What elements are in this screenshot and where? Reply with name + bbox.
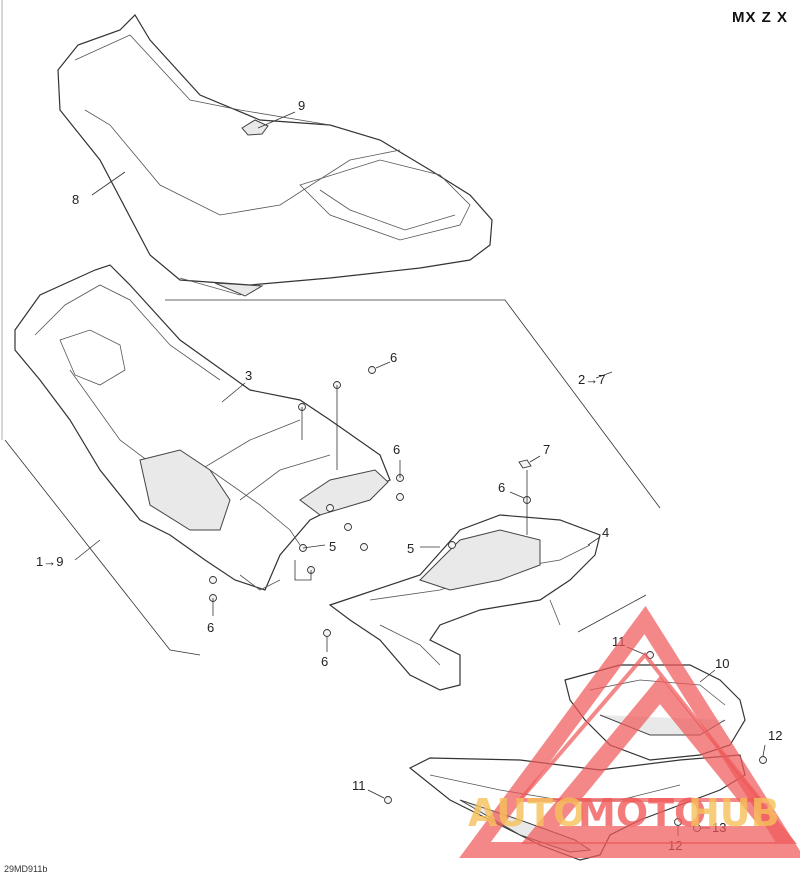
nut-5-a (326, 504, 334, 512)
nut-5-c (360, 543, 368, 551)
callout-3: 3 (245, 368, 252, 383)
callout-6-right: 6 (498, 480, 505, 495)
watermark-auto: AUTO (468, 791, 585, 835)
callout-6-left: 6 (207, 620, 214, 635)
callout-9: 9 (298, 98, 305, 113)
drawing-code: 29MD911b (4, 864, 47, 874)
leader-lines (74, 111, 766, 836)
callout-5-right: 5 (407, 541, 414, 556)
callout-6-mid: 6 (393, 442, 400, 457)
callout-11-bottom: 11 (352, 778, 366, 793)
nut-12-bottom (674, 818, 682, 826)
watermark-moto: MOTO (578, 791, 706, 835)
callout-8: 8 (72, 192, 79, 207)
nut-5-right (448, 541, 456, 549)
watermark-hub: HUB (688, 791, 780, 835)
watermark-triangles-icon (459, 605, 800, 858)
nut-6-mid-2 (396, 493, 404, 501)
group-bracket-lines (4, 299, 661, 656)
model-label: MX Z X (732, 9, 788, 26)
callout-6-lower: 6 (321, 654, 328, 669)
callout-1-9: 1→9 (36, 554, 63, 569)
nut-5-b (344, 523, 352, 531)
seat-base-part (14, 264, 391, 591)
nut-6-lower (323, 629, 331, 637)
callout-12-right: 12 (768, 728, 782, 743)
nut-12-right (759, 756, 767, 764)
grab-handle-part (328, 514, 601, 691)
screw-11-bottom (384, 796, 392, 804)
watermark: AUTO MOTO HUB (459, 605, 800, 858)
nut-6-left (209, 576, 217, 584)
callout-4: 4 (602, 525, 609, 540)
callout-7: 7 (543, 442, 550, 457)
callout-6-top: 6 (390, 350, 397, 365)
callout-2-7: 2→7 (578, 372, 605, 387)
emblem-part (241, 119, 269, 136)
nut-6-top (368, 366, 376, 374)
clip-7 (518, 459, 532, 469)
callout-10: 10 (715, 656, 729, 671)
callout-5-left: 5 (329, 539, 336, 554)
seat-cover-part (57, 14, 493, 297)
